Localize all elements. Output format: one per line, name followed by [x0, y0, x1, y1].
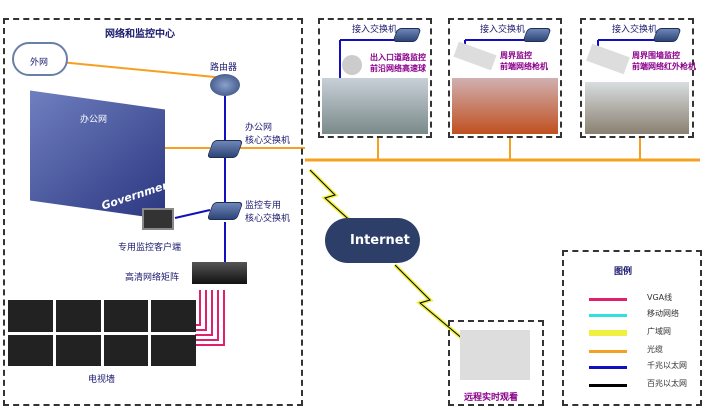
site-box-2 — [448, 18, 562, 138]
legend-item-wan: 广域网 — [589, 326, 708, 340]
router-label: 路由器 — [210, 63, 238, 73]
site-1-photo — [322, 78, 428, 134]
site-3-caption-line-2: 前端网络红外枪机 — [632, 62, 696, 71]
monitor-client-icon — [142, 208, 174, 230]
site-2-caption-line-2: 前端网络枪机 — [500, 62, 548, 71]
legend-title: 图例 — [614, 267, 633, 277]
external-net-label: 外网 — [30, 58, 49, 68]
legend-item-vga: VGA线 — [589, 292, 708, 306]
mobile-line-swatch — [589, 314, 627, 317]
legend-item-gigabit: 千兆以太网 — [589, 360, 708, 374]
office-core-switch-label: 办公网 核心交换机 — [245, 123, 291, 146]
tv-wall — [8, 300, 196, 366]
site-1-caption-line-1: 出入口道路监控 — [370, 53, 426, 62]
site-3-caption: 周界围墙监控前端网络红外枪机 — [632, 50, 696, 72]
legend-box: 图例 VGA线 移动网络 广域网 光缆 千兆以太网 百兆以太网 — [562, 250, 702, 406]
site-2-photo — [452, 78, 558, 134]
matrix-label: 高清网络矩阵 — [125, 273, 180, 283]
site-2-switch-label: 接入交换机 — [480, 25, 526, 35]
vga-line-swatch — [589, 298, 627, 301]
site-box-3 — [580, 18, 694, 138]
remote-view-label: 远程实时观看 — [464, 393, 519, 403]
site-3-switch-label: 接入交换机 — [612, 25, 658, 35]
gigabit-line-swatch — [589, 366, 627, 369]
internet-cloud-icon — [325, 218, 420, 263]
legend-label: 光缆 — [647, 345, 663, 354]
office-net-label: 办公网 — [80, 115, 108, 125]
site-3-photo — [585, 82, 689, 134]
fiber-line-swatch — [589, 350, 627, 353]
matrix-device-icon — [192, 262, 247, 284]
center-title: 网络和监控中心 — [105, 29, 175, 40]
site-2-caption: 周界监控前端网络枪机 — [500, 50, 548, 72]
government-building-icon — [30, 90, 165, 220]
monitor-core-switch-label: 监控专用 核心交换机 — [245, 201, 291, 224]
legend-item-fiber: 光缆 — [589, 344, 708, 358]
dome-camera-icon — [342, 55, 362, 75]
fast-ethernet-line-swatch — [589, 384, 627, 387]
tv-wall-label: 电视墙 — [88, 375, 116, 385]
legend-item-fast-ethernet: 百兆以太网 — [589, 378, 708, 392]
wan-lightning-swatch — [589, 330, 627, 336]
remote-view-box — [448, 320, 544, 406]
site-1-switch-label: 接入交换机 — [352, 25, 398, 35]
monitoring-center-box — [3, 18, 303, 406]
legend-label: 千兆以太网 — [647, 361, 687, 370]
site-1-caption-line-2: 前沿网络高速球 — [370, 64, 426, 73]
legend-label: VGA线 — [647, 293, 673, 302]
legend-label: 移动网络 — [647, 309, 679, 318]
legend-label: 百兆以太网 — [647, 379, 687, 388]
site-2-caption-line-1: 周界监控 — [500, 51, 532, 60]
client-label: 专用监控客户端 — [118, 243, 182, 253]
site-box-1 — [318, 18, 432, 138]
site-3-caption-line-1: 周界围墙监控 — [632, 51, 680, 60]
cloud-icon — [12, 42, 68, 76]
legend-label: 广域网 — [647, 327, 671, 336]
remote-devices-icon — [460, 330, 530, 380]
site-1-caption: 出入口道路监控前沿网络高速球 — [370, 52, 426, 74]
router-icon — [210, 74, 240, 96]
legend-item-mobile: 移动网络 — [589, 308, 708, 322]
internet-label: Internet — [350, 233, 410, 248]
